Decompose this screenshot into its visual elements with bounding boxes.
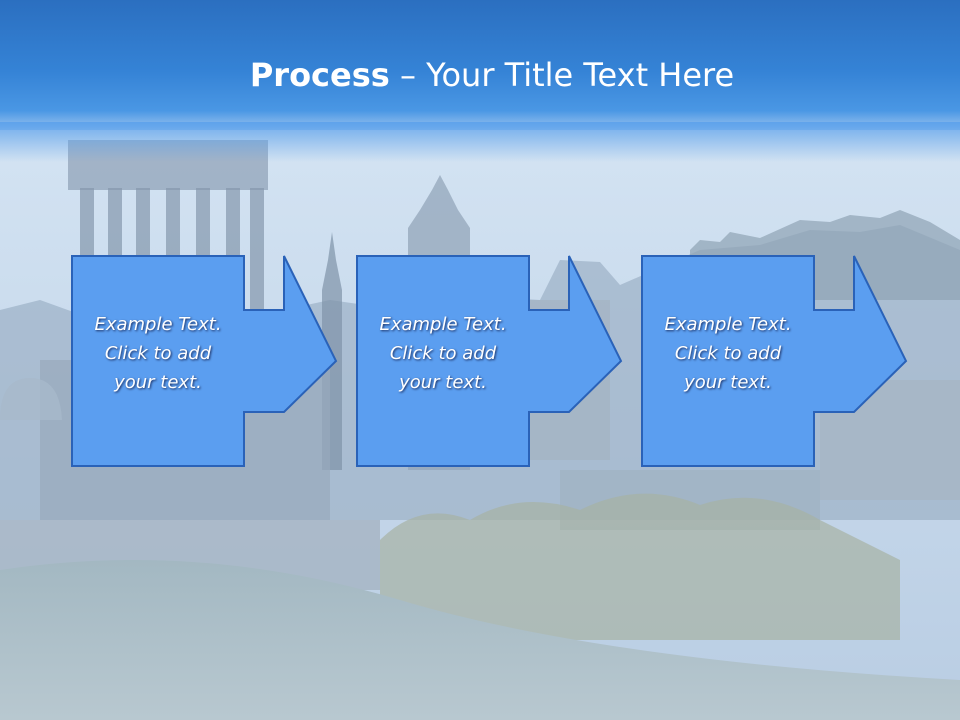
step-1-shape [71, 255, 338, 467]
process-step-2[interactable]: Example Text. Click to add your text. [356, 255, 629, 467]
title-fade [0, 122, 960, 162]
step-2-shape [356, 255, 623, 467]
process-step-3[interactable]: Example Text. Click to add your text. [641, 255, 914, 467]
title-bar [0, 0, 960, 130]
title-rest: – Your Title Text Here [389, 56, 735, 94]
process-step-1[interactable]: Example Text. Click to add your text. [71, 255, 344, 467]
step-3-shape [641, 255, 908, 467]
step-1-text[interactable]: Example Text. Click to add your text. [94, 314, 222, 393]
title-bold: Process [249, 56, 390, 94]
step-2-text[interactable]: Example Text. Click to add your text. [379, 314, 507, 393]
slide-title[interactable]: Process – Your Title Text Here [0, 52, 960, 98]
step-3-text[interactable]: Example Text. Click to add your text. [664, 314, 792, 393]
